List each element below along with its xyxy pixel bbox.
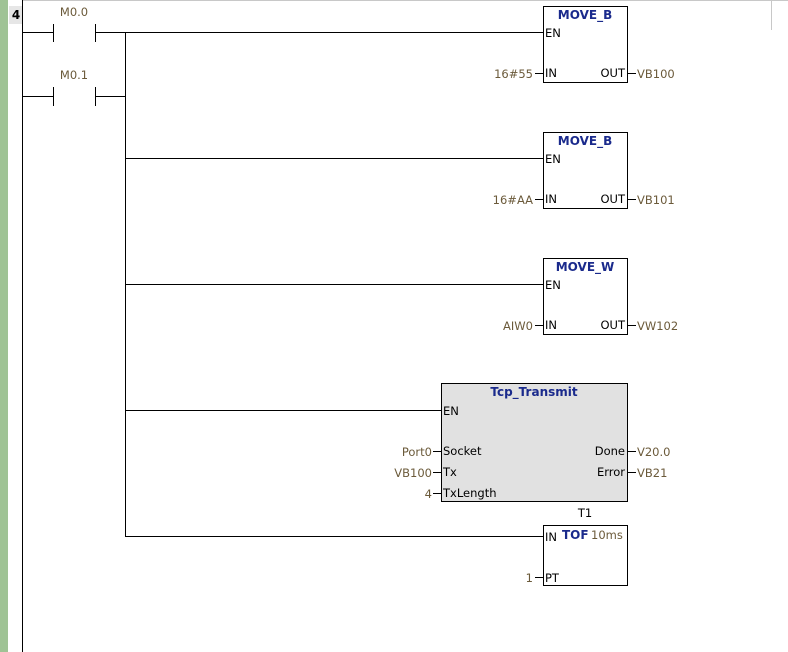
block-frame xyxy=(441,383,628,502)
pin-en: EN xyxy=(443,404,459,418)
in-operand: 16#AA xyxy=(493,193,533,207)
contact-m0-1[interactable]: M0.1 xyxy=(22,68,125,106)
move-block-1[interactable]: MOVE_B EN IN OUT 16#55 VB100 xyxy=(494,6,675,83)
tof-timer-block[interactable]: T1 IN TOF 10ms PT 1 xyxy=(526,506,628,586)
pin-pt: PT xyxy=(545,571,560,585)
power-rail-stripe xyxy=(0,0,8,652)
pin-out: OUT xyxy=(601,192,626,206)
pin-en: EN xyxy=(545,26,561,40)
pin-in: IN xyxy=(545,530,557,544)
pin-txlength: TxLength xyxy=(442,486,497,500)
pin-out: OUT xyxy=(601,66,626,80)
txlength-operand: 4 xyxy=(425,487,432,501)
out-operand: VB100 xyxy=(637,67,675,81)
block-title: MOVE_W xyxy=(556,260,615,275)
contact-address: M0.0 xyxy=(60,5,88,19)
rung-number[interactable]: 4 xyxy=(9,6,23,24)
pin-out: OUT xyxy=(601,318,626,332)
block-title: MOVE_B xyxy=(558,8,612,23)
block-frame xyxy=(543,258,628,335)
move-block-2[interactable]: MOVE_B EN IN OUT 16#AA VB101 xyxy=(493,132,675,209)
error-operand: VB21 xyxy=(637,466,667,480)
pin-done: Done xyxy=(595,444,625,458)
pin-en: EN xyxy=(545,152,561,166)
out-operand: VB101 xyxy=(637,193,675,207)
tx-operand: VB100 xyxy=(394,466,432,480)
done-operand: V20.0 xyxy=(637,445,670,459)
pin-tx: Tx xyxy=(442,465,457,479)
pin-in: IN xyxy=(545,318,557,332)
timer-resolution: 10ms xyxy=(591,528,623,542)
tcp-transmit-block[interactable]: Tcp_Transmit EN Socket Tx TxLength Done … xyxy=(394,383,670,502)
pin-socket: Socket xyxy=(443,444,482,458)
pin-en: EN xyxy=(545,278,561,292)
in-operand: AIW0 xyxy=(503,319,533,333)
block-frame xyxy=(543,132,628,209)
contact-m0-0[interactable]: M0.0 xyxy=(22,5,543,42)
block-title: MOVE_B xyxy=(558,134,612,149)
socket-operand: Port0 xyxy=(402,445,432,459)
block-title: Tcp_Transmit xyxy=(490,385,577,400)
out-operand: VW102 xyxy=(637,319,678,333)
contact-address: M0.1 xyxy=(60,68,88,82)
pin-error: Error xyxy=(597,465,625,479)
block-frame xyxy=(543,525,628,586)
in-operand: 16#55 xyxy=(494,67,533,81)
pt-operand: 1 xyxy=(526,571,533,585)
timer-name: T1 xyxy=(577,506,592,520)
timer-type: TOF xyxy=(562,528,589,542)
pin-in: IN xyxy=(545,66,557,80)
block-frame xyxy=(543,6,628,83)
move-block-3[interactable]: MOVE_W EN IN OUT AIW0 VW102 xyxy=(503,258,678,335)
rung-gutter: 4 xyxy=(0,0,23,652)
pin-in: IN xyxy=(545,192,557,206)
rung-right-border xyxy=(771,0,772,30)
rung-top-border xyxy=(22,0,788,1)
